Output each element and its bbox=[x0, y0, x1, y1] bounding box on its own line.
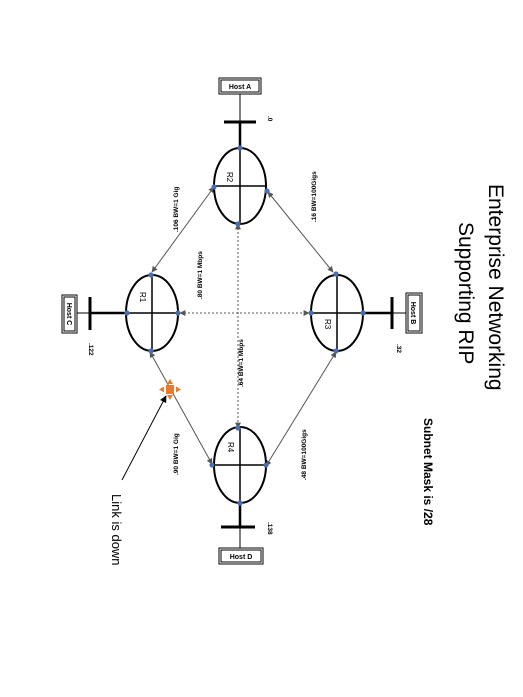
router-r4-label: R4 bbox=[226, 442, 235, 453]
router-r3-label: R3 bbox=[323, 319, 332, 330]
link-down-arrow bbox=[121, 395, 167, 481]
router-r2-label: R2 bbox=[225, 172, 234, 183]
host-d-box: Host D bbox=[218, 547, 264, 565]
router-r1-label: R1 bbox=[138, 292, 147, 303]
diagram-title-line2: Supporting RIP bbox=[454, 222, 477, 364]
link-r2-r4-label: .64 BW=1 Mbps bbox=[238, 339, 245, 387]
router-r3: R3 bbox=[310, 274, 364, 352]
lan-host-d-address: .138 bbox=[266, 522, 273, 535]
link-r1-r4 bbox=[149, 351, 213, 465]
link-down-annotation: Link is down bbox=[109, 494, 124, 566]
host-b-label: Host B bbox=[409, 302, 416, 325]
link-r2-r3 bbox=[267, 191, 334, 273]
host-c-box: Host C bbox=[61, 294, 78, 334]
lan-host-a-address: .0 bbox=[266, 116, 273, 122]
link-r1-r2-label: .106 BW=1 Gig bbox=[173, 187, 180, 232]
host-a-box: Host A bbox=[218, 77, 262, 95]
subnet-mask-label: Subnet Mask is /28 bbox=[421, 418, 435, 526]
router-r4: R4 bbox=[213, 426, 267, 504]
lan-host-c-address: .122 bbox=[87, 343, 94, 356]
host-c-label: Host C bbox=[65, 303, 72, 326]
link-r1-r3-label: .80 BW=1 Mbps bbox=[197, 251, 204, 299]
host-a-label: Host A bbox=[229, 84, 251, 91]
link-down-marker bbox=[159, 379, 181, 400]
interface-dots bbox=[124, 145, 366, 506]
link-r3-r4-label: .48 BW=100Gigs bbox=[301, 429, 308, 480]
router-r2: R2 bbox=[213, 147, 267, 225]
link-r1-r2 bbox=[151, 186, 215, 273]
link-r3-r4 bbox=[265, 351, 337, 467]
link-r2-r3-label: .16 BW=100Gigs bbox=[311, 171, 318, 222]
host-d-label: Host D bbox=[230, 554, 253, 561]
host-b-box: Host B bbox=[405, 292, 423, 334]
router-r1: R1 bbox=[125, 274, 179, 352]
lan-host-b-address: .32 bbox=[395, 344, 402, 353]
link-r1-r4-label: .90 BW=1 Gig bbox=[173, 433, 180, 475]
diagram-title-line1: Enterprise Networking bbox=[484, 184, 507, 391]
